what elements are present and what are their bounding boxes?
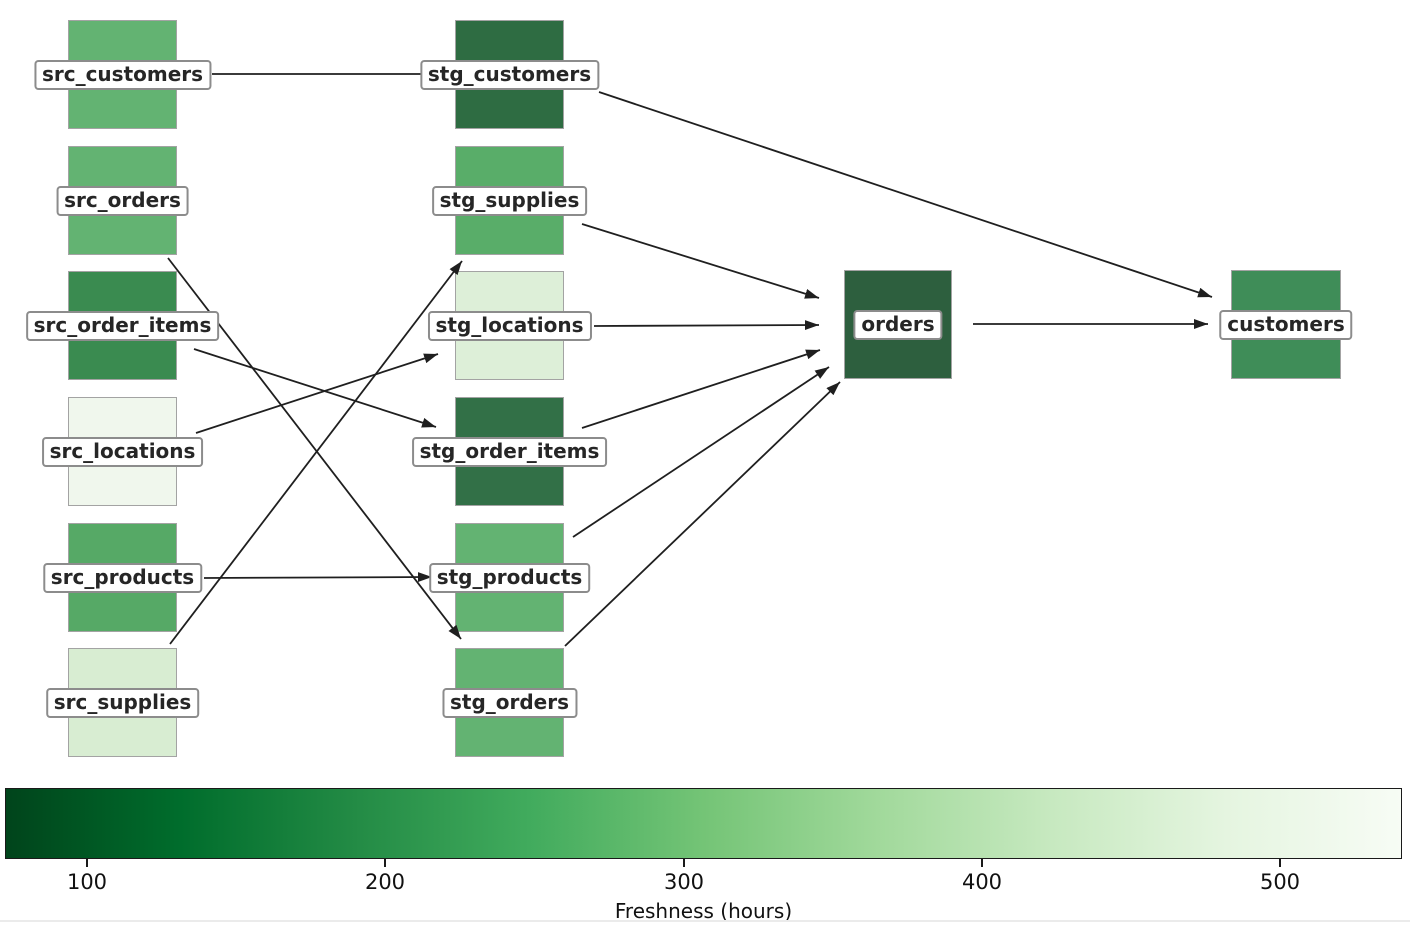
figure-bottom-edge [0,920,1410,922]
node-label-src_locations: src_locations [41,436,204,467]
colorbar-tick-label: 400 [961,870,1003,894]
colorbar-gradient [5,788,1402,859]
colorbar-tick-label: 300 [663,870,705,894]
colorbar-tick-label: 100 [66,870,108,894]
node-label-stg_locations: stg_locations [427,310,592,341]
colorbar-tick-label: 200 [364,870,406,894]
node-label-src_order_items: src_order_items [25,310,220,341]
node-label-stg_order_items: stg_order_items [411,436,608,467]
colorbar-tick-mark [683,859,685,867]
colorbar-tick-mark [384,859,386,867]
node-label-src_orders: src_orders [56,185,189,216]
colorbar-tick-mark [981,859,983,867]
node-label-src_supplies: src_supplies [45,687,200,718]
colorbar-axis-label: Freshness (hours) [614,899,793,923]
colorbar-tick-mark [86,859,88,867]
node-label-orders: orders [853,309,943,340]
node-label-stg_products: stg_products [428,562,591,593]
node-label-stg_orders: stg_orders [441,687,578,718]
node-label-stg_supplies: stg_supplies [431,185,588,216]
node-label-src_products: src_products [42,562,203,593]
colorbar-tick-label: 500 [1259,870,1301,894]
node-label-customers: customers [1219,309,1353,340]
colorbar-tick-mark [1279,859,1281,867]
node-label-src_customers: src_customers [33,59,212,90]
node-label-stg_customers: stg_customers [419,59,600,90]
